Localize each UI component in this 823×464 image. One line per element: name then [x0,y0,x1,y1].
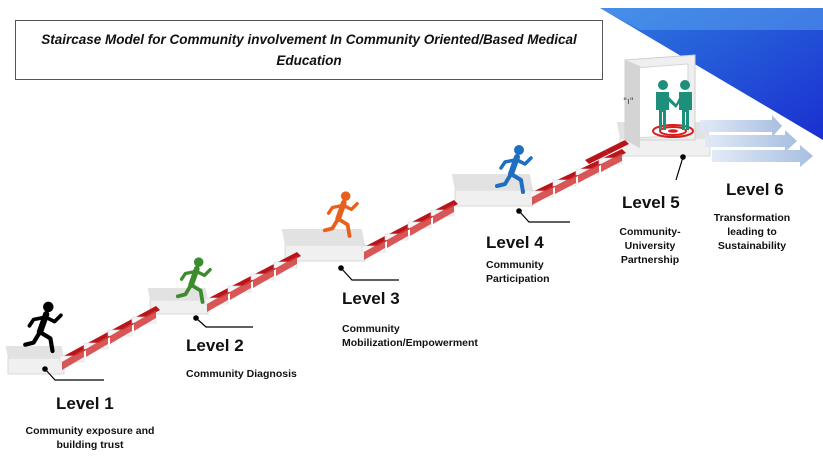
level-pointer-line [675,156,684,181]
stair-red-face [134,310,156,331]
diagram-title: Staircase Model for Community involvemen… [41,32,577,68]
level-2-title: Level 2 [186,336,244,355]
stair-red-face [207,292,228,312]
level-pointer-line [518,210,570,223]
stair-platform-side [5,346,65,358]
stair-red-face [86,336,108,357]
stair-tread [585,150,609,164]
runner-icon [175,257,212,304]
corner-decoration-light [600,8,823,30]
stair-red-face [110,323,132,344]
stair-red-face [410,216,431,236]
runner-icon [23,301,63,354]
handshake-icon [656,80,692,130]
stair-red-face [230,280,251,300]
level-2-description: Community Diagnosis [186,368,297,380]
stair-tread [605,140,629,154]
level-5-description: Community-University Partnership [619,226,681,266]
stair-red-face [433,204,454,224]
stair-platform-side [451,174,533,190]
svg-text:"ı": "ı" [623,97,634,107]
stair-platform-side [147,288,208,300]
target-icon [652,124,694,138]
stair-platform-side [281,229,365,245]
level-6-title: Level 6 [726,180,784,199]
stair-red-face [532,186,553,205]
level-3-description: Community Mobilization/Empowerment [342,323,478,349]
corner-decoration [600,8,823,140]
level-pointer-line [44,368,104,381]
stair-platform [7,357,65,375]
level-pointers [42,154,686,381]
stair-red-face [364,240,385,260]
stair-red-face [578,164,599,183]
stair-red-face [62,349,84,370]
arrows-icon [700,115,813,167]
stair-red-face [387,228,408,248]
level-1-description: Community exposure and building trust [25,425,155,451]
runner-icon [495,145,533,194]
level-pointer-line [340,267,399,281]
stair-platform [149,299,209,315]
level-4-title: Level 4 [486,233,544,252]
stair-red-face [555,175,576,194]
level-pointer-line [195,317,253,328]
runners [23,145,533,354]
level-1-title: Level 1 [56,394,114,413]
level-4-description: Community Participation [486,259,550,285]
stair-red-face [601,153,622,172]
level-6-description: Transformation leading to Sustainability [713,212,791,252]
title-box: Staircase Model for Community involvemen… [15,20,603,80]
level-5-title: Level 5 [622,193,680,212]
level-3-title: Level 3 [342,289,400,308]
stair-red-face [276,256,297,276]
stair-red-face [253,268,274,288]
runner-icon [322,191,359,238]
